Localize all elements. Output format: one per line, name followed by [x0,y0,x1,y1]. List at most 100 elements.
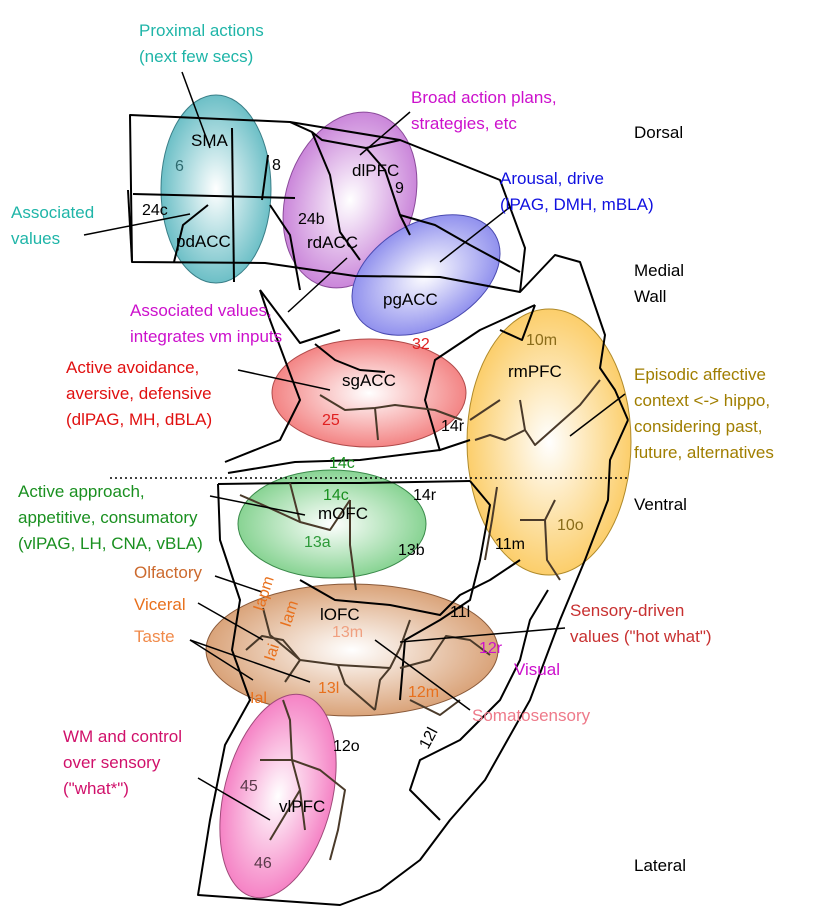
area-12r: 12r [479,640,503,657]
leader-assoc [83,213,191,236]
label-broad-1: Broad action plans, [411,88,557,107]
label-proximal-1: Proximal actions [139,21,264,40]
region-lofc: lOFC [320,605,360,624]
label-episodic-4: future, alternatives [634,443,774,462]
label-taste: Taste [134,627,175,646]
label-approach-2: appetitive, consumatory [18,508,198,527]
label-approach-1: Active approach, [18,482,145,501]
leader-approach [209,495,306,516]
orientation-labels: Dorsal Medial Wall Ventral Lateral [634,123,687,875]
label-visceral: Viceral [134,595,186,614]
area-46: 46 [254,855,272,872]
area-45: 45 [240,778,258,795]
region-names: SMA pdACC dlPFC rdACC pgACC sgACC rmPFC … [176,131,562,816]
sgacc-ellipse [271,338,467,448]
leader-proximal [181,71,211,149]
region-dlpfc: dlPFC [352,161,399,180]
region-sma: SMA [191,131,229,150]
leader-episodic [569,393,626,437]
leader-olfactory [214,575,263,593]
function-annotations: Proximal actions (next few secs) Associa… [11,21,774,798]
vlpfc-ellipse [219,693,337,899]
leader-sensory [399,627,566,643]
area-10o: 10o [557,517,584,534]
leader-wm [197,777,271,821]
area-24b: 24b [298,211,325,228]
area-lai: Iai [262,642,283,663]
leader-visceral [197,602,264,641]
area-13b: 13b [398,542,425,559]
area-6: 6 [175,158,184,175]
region-pgacc: pgACC [383,290,438,309]
orientation-lateral: Lateral [634,856,686,875]
area-13l: 13l [318,680,339,697]
label-approach-3: (vlPAG, LH, CNA, vBLA) [18,534,203,553]
area-8: 8 [272,157,281,174]
orientation-dorsal: Dorsal [634,123,683,142]
label-avoid-1: Active avoidance, [66,358,199,377]
label-visual: Visual [514,660,560,679]
label-wm-3: ("what*") [63,779,129,798]
area-12m: 12m [408,684,439,701]
label-assoc-vm-2: integrates vm inputs [130,327,282,346]
ventral-surface-outline [197,419,629,906]
area-10m: 10m [526,332,557,349]
orientation-ventral: Ventral [634,495,687,514]
region-sgacc: sgACC [342,371,396,390]
label-arousal-2: (lPAG, DMH, mBLA) [500,195,654,214]
area-9: 9 [395,180,404,197]
label-episodic-1: Episodic affective [634,365,766,384]
region-vlpfc: vlPFC [279,797,325,816]
area-14r-ventral: 14r [413,487,437,504]
orientation-wall: Wall [634,287,666,306]
leader-broad [359,111,411,156]
area-lal: Ial [250,690,267,707]
region-mofc: mOFC [318,504,368,523]
area-13a: 13a [304,534,331,551]
area-32: 32 [412,336,430,353]
area-14c-medial: 14c [329,455,355,472]
region-rmpfc: rmPFC [508,362,562,381]
area-25: 25 [322,412,340,429]
label-episodic-2: context <-> hippo, [634,391,770,410]
region-rdacc: rdACC [307,233,358,252]
leader-somato [374,639,471,711]
leader-arousal [439,206,511,263]
leader-taste-a [189,639,254,681]
region-ellipses [160,94,632,899]
label-avoid-2: aversive, defensive [66,384,212,403]
area-labels: 6 8 24c 9 24b 32 10m 25 14r 14c 14c 14r … [142,157,584,872]
label-arousal-1: Arousal, drive [500,169,604,188]
label-assoc-vm-1: Associated values, [130,301,272,320]
area-13m: 13m [332,624,363,641]
area-11l: 11l [450,604,470,621]
label-assoc-1: Associated [11,203,94,222]
sulcal-lines [239,379,601,861]
label-assoc-2: values [11,229,60,248]
area-14c-ventral: 14c [323,487,349,504]
area-14r-medial: 14r [441,418,465,435]
leader-avoid [237,369,331,391]
area-11m: 11m [495,536,525,553]
leader-assoc-vm [287,257,348,313]
label-wm-1: WM and control [63,727,182,746]
label-sensory-2: values ("hot what") [570,627,712,646]
label-sensory-1: Sensory-driven [570,601,684,620]
label-wm-2: over sensory [63,753,161,772]
pgacc-ellipse [351,214,501,336]
leader-lines [83,71,626,821]
area-12l: 12l [417,725,442,752]
leader-taste-b [189,639,311,683]
sma-pdacc-ellipse [160,94,272,284]
mofc-ellipse [237,469,427,579]
label-episodic-3: considering past, [634,417,763,436]
label-olfactory: Olfactory [134,563,203,582]
region-pdacc: pdACC [176,232,231,251]
area-24c: 24c [142,202,168,219]
label-avoid-3: (dlPAG, MH, dBLA) [66,410,212,429]
label-somatosensory: Somatosensory [472,706,591,725]
area-12o: 12o [333,738,360,755]
orientation-medial: Medial [634,261,684,280]
label-broad-2: strategies, etc [411,114,517,133]
